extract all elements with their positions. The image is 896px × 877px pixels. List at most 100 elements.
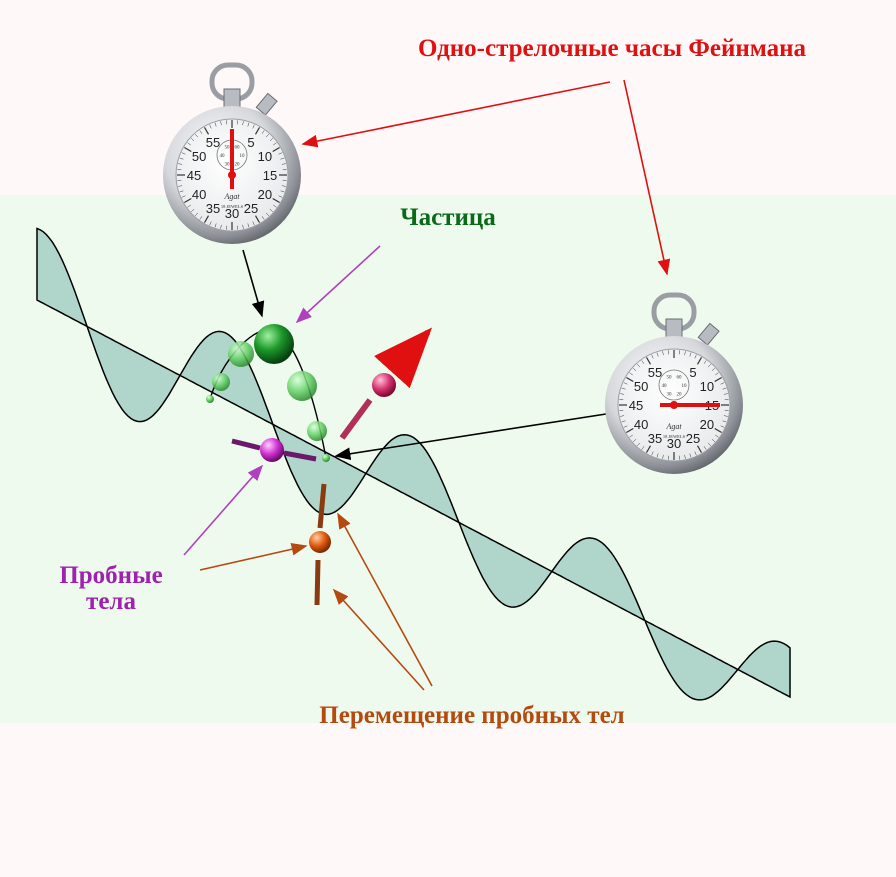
particle-ghost: [287, 371, 317, 401]
particle-point: [206, 395, 214, 403]
dial-tick: [620, 415, 625, 417]
dial-tick: [715, 434, 719, 438]
dial-tick: [689, 352, 692, 357]
stopwatch-jewels: 18 JEWELS: [663, 434, 686, 439]
probe-arrow-down-orange: [314, 559, 321, 606]
dial-tick: [280, 157, 285, 160]
dial-tick: [280, 190, 285, 193]
dial-tick: [703, 446, 707, 450]
dial-tick: [261, 130, 265, 134]
background-band: [0, 195, 896, 723]
stopwatch-brand: Agat: [223, 192, 240, 201]
dial-tick: [214, 122, 217, 127]
particle-ghost: [228, 341, 254, 367]
dial-tick: [645, 445, 652, 453]
dial-tick: [272, 146, 280, 153]
stopwatch-brand: Agat: [665, 422, 682, 431]
clocks-title: Одно-стрелочные часы Фейнмана: [418, 35, 807, 62]
dial-tick: [272, 197, 280, 204]
arrow-left-clock-to-particle: [242, 249, 265, 318]
subdial-number: 40: [220, 154, 226, 159]
dial-number: 10: [258, 149, 272, 164]
dial-tick: [641, 360, 645, 364]
dial-tick: [623, 425, 628, 428]
dial-tick: [662, 351, 664, 356]
dial-tick: [714, 427, 722, 434]
dial-tick: [179, 157, 184, 160]
dial-tick: [269, 208, 274, 212]
dial-tick: [220, 224, 222, 229]
dial-tick: [209, 221, 212, 226]
stopwatch-button: [697, 322, 720, 346]
dial-tick: [694, 451, 697, 456]
dial-number: 25: [244, 201, 258, 216]
arrow-label-to-orange-probe: [199, 542, 308, 571]
dial-number: 45: [629, 398, 643, 413]
particle-sphere: [254, 324, 294, 364]
probe-sphere-pink: [372, 373, 396, 397]
wave-graph: [36, 227, 791, 701]
dial-tick: [195, 212, 199, 217]
subdial-number: 20: [677, 393, 683, 398]
dial-tick: [190, 138, 195, 142]
dial-tick: [707, 442, 711, 447]
dial-tick: [714, 376, 722, 383]
probe-arrow-right: [283, 450, 317, 462]
dial-tick: [273, 204, 277, 208]
dial-tick: [662, 454, 664, 459]
subdial-number: 50: [667, 375, 673, 380]
stopwatch-ticks: [619, 350, 729, 460]
dial-tick: [720, 425, 725, 428]
dial-number: 20: [258, 187, 272, 202]
subdial-number: 30: [667, 393, 673, 398]
stopwatch-hub: [228, 171, 236, 179]
dial-tick: [273, 142, 277, 146]
arrow-title-to-left-clock: [301, 81, 611, 148]
dial-tick: [265, 212, 269, 217]
dial-number: 5: [689, 365, 696, 380]
stopwatch-hub: [670, 401, 678, 409]
dial-tick: [632, 368, 637, 372]
dial-tick: [178, 185, 183, 187]
subdial-number: 50: [225, 145, 231, 150]
dial-tick: [722, 387, 727, 390]
dial-number: 30: [225, 206, 239, 221]
dial-tick: [656, 453, 659, 458]
arrow-displacement-1: [337, 512, 433, 687]
dial-tick: [689, 453, 692, 458]
dial-tick: [242, 224, 244, 229]
dial-tick: [684, 351, 686, 356]
dial-tick: [626, 427, 634, 434]
dial-number: 5: [247, 135, 254, 150]
dial-tick: [181, 195, 186, 198]
dial-tick: [199, 130, 203, 134]
dial-number: 55: [206, 135, 220, 150]
dial-tick: [641, 446, 645, 450]
dial-number: 10: [700, 379, 714, 394]
arrow-label-to-particle: [295, 245, 381, 324]
dial-tick: [637, 363, 641, 368]
dial-number: 45: [187, 168, 201, 183]
dial-number: 40: [634, 417, 648, 432]
dial-tick: [621, 420, 626, 423]
dial-tick: [707, 363, 711, 368]
dial-tick: [187, 142, 191, 146]
dial-tick: [722, 420, 727, 423]
dial-tick: [190, 208, 195, 212]
subdial-number: 20: [235, 163, 241, 168]
dial-tick: [645, 357, 652, 365]
particle-label: Частица: [400, 204, 496, 231]
subdial-number: 30: [225, 163, 231, 168]
probe-arrow-down: [339, 398, 373, 440]
probe-sphere-orange: [309, 531, 331, 553]
dial-tick: [278, 195, 283, 198]
dial-tick: [195, 133, 199, 138]
dial-tick: [715, 372, 719, 376]
dial-tick: [656, 352, 659, 357]
dial-tick: [281, 163, 286, 165]
